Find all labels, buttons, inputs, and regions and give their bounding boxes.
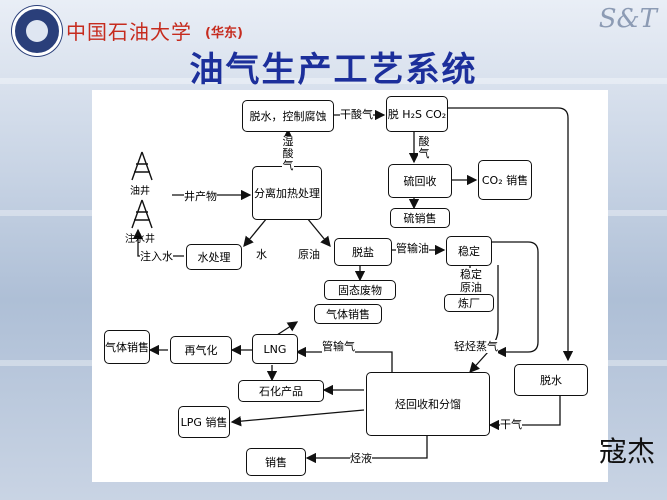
co2-sales-box: CO₂ 销售 bbox=[478, 160, 532, 200]
pipeline-oil-label: 管输油 bbox=[396, 242, 429, 255]
university-logo bbox=[12, 6, 62, 56]
dry-acid-gas-label: 干酸气 bbox=[340, 108, 373, 121]
lng-box: LNG bbox=[252, 334, 298, 364]
light-hc-vapor-label: 轻烃蒸气 bbox=[454, 340, 498, 353]
oil-well-icon bbox=[131, 151, 153, 229]
gas-sales-left-box: 气体销售 bbox=[104, 330, 150, 364]
background-streak bbox=[0, 78, 667, 84]
pipeline-gas-label: 管输气 bbox=[322, 340, 355, 353]
solid-waste-box: 固态废物 bbox=[324, 280, 396, 300]
desulfurization-box: 脱 H₂S CO₂ bbox=[386, 96, 448, 132]
refinery-box: 炼厂 bbox=[444, 294, 494, 312]
gas-sales-top-box: 气体销售 bbox=[314, 304, 382, 324]
school-name: 中国石油大学 bbox=[66, 20, 192, 44]
stabilization-box: 稳定 bbox=[446, 236, 492, 266]
hydrocarbon-recovery-box: 烃回收和分馏 bbox=[366, 372, 490, 436]
dehydration-corrosion-box: 脱水，控制腐蚀 bbox=[242, 100, 334, 132]
dehydration-right-box: 脱水 bbox=[514, 364, 588, 396]
diagram-panel: 油井 注水井 脱水，控制腐蚀 分离加热处理 脱 H₂S CO₂ 硫回收 CO₂ … bbox=[92, 90, 608, 482]
regasification-box: 再气化 bbox=[170, 336, 232, 364]
signature: 寇杰 bbox=[598, 435, 655, 468]
lpg-sales-box: LPG 销售 bbox=[178, 406, 230, 438]
slide-title: 油气生产工艺系统 bbox=[189, 50, 478, 90]
sulfur-sales-box: 硫销售 bbox=[390, 208, 450, 228]
sulfur-recovery-box: 硫回收 bbox=[388, 164, 452, 198]
crude-oil-label: 原油 bbox=[298, 248, 320, 261]
petrochemical-box: 石化产品 bbox=[238, 380, 324, 402]
wet-acid-gas-label: 湿酸气 bbox=[282, 135, 294, 172]
desalting-box: 脱盐 bbox=[334, 238, 392, 266]
school-branch: (华东) bbox=[205, 26, 243, 41]
oil-well-label: 油井 bbox=[130, 186, 150, 197]
water-injection-label: 注入水 bbox=[140, 250, 173, 263]
water-treatment-box: 水处理 bbox=[186, 244, 242, 270]
water-label: 水 bbox=[256, 248, 267, 261]
sales-bottom-box: 销售 bbox=[246, 448, 306, 476]
hc-liquid-label: 烃液 bbox=[350, 452, 372, 465]
acid-gas-label: 酸气 bbox=[418, 135, 430, 160]
corner-mark: S&T bbox=[598, 4, 657, 34]
separation-box: 分离加热处理 bbox=[252, 166, 322, 220]
dry-gas-label: 干气 bbox=[500, 418, 522, 431]
well-production-label: 井产物 bbox=[184, 190, 217, 203]
injection-well-label: 注水井 bbox=[125, 234, 155, 245]
stable-crude-label: 稳定原油 bbox=[458, 268, 484, 294]
